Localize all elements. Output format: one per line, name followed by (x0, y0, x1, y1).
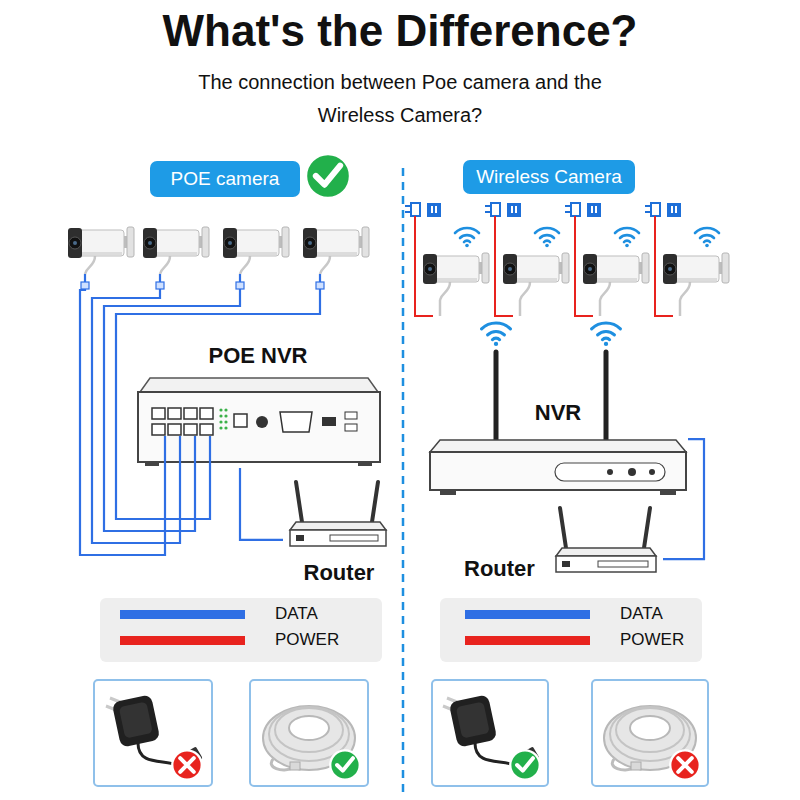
nvr-device: NVR (428, 400, 688, 498)
legend-swatch (120, 610, 245, 619)
router-device: Router (283, 476, 395, 586)
legend-swatch (120, 636, 245, 645)
router-left (290, 482, 386, 546)
node-label: POE camera (171, 168, 280, 191)
legend-label: POWER (620, 630, 684, 650)
legend-swatch (465, 636, 590, 645)
power-adapters (405, 203, 681, 223)
node-label: Router (464, 556, 535, 582)
cross-mark (172, 750, 201, 779)
divider (402, 168, 405, 792)
legend-swatch (465, 610, 590, 619)
tag-badge: Wireless Camera (463, 160, 635, 194)
accessory-frames (94, 680, 708, 786)
legend-item: DATA (465, 604, 663, 624)
nvr-device: POE NVR (133, 343, 383, 468)
check-mark (510, 750, 539, 779)
legend-label: DATA (620, 604, 663, 624)
node-label: POE NVR (208, 343, 307, 369)
router-right (556, 508, 656, 572)
poe-cameras (68, 227, 369, 274)
node-label: Wireless Camera (476, 166, 622, 189)
legend-label: POWER (275, 630, 339, 650)
router-device: Router (458, 500, 663, 582)
nvr-device (430, 352, 686, 495)
wifi-signals (455, 228, 719, 346)
legend-item: DATA (120, 604, 318, 624)
legend-item: POWER (120, 630, 339, 650)
subtitle: The connection between Poe camera and th… (185, 66, 615, 132)
title: What's the Difference? (0, 6, 800, 56)
legend-panel (440, 598, 702, 662)
poe-nvr-device (138, 378, 380, 466)
tag-badge: POE camera (150, 161, 300, 197)
wireless-cameras (423, 253, 729, 300)
legend-item: POWER (465, 630, 684, 650)
node-label: Router (304, 560, 375, 586)
power-wires (415, 223, 673, 316)
cross-mark (670, 750, 699, 779)
legend-panel (100, 598, 382, 662)
check-badge (305, 153, 350, 198)
legend-label: DATA (275, 604, 318, 624)
node-label: NVR (535, 400, 581, 426)
check-mark (330, 750, 359, 779)
data-cable (240, 468, 283, 540)
poe-data-wires (80, 274, 320, 555)
data-cable (663, 439, 704, 559)
